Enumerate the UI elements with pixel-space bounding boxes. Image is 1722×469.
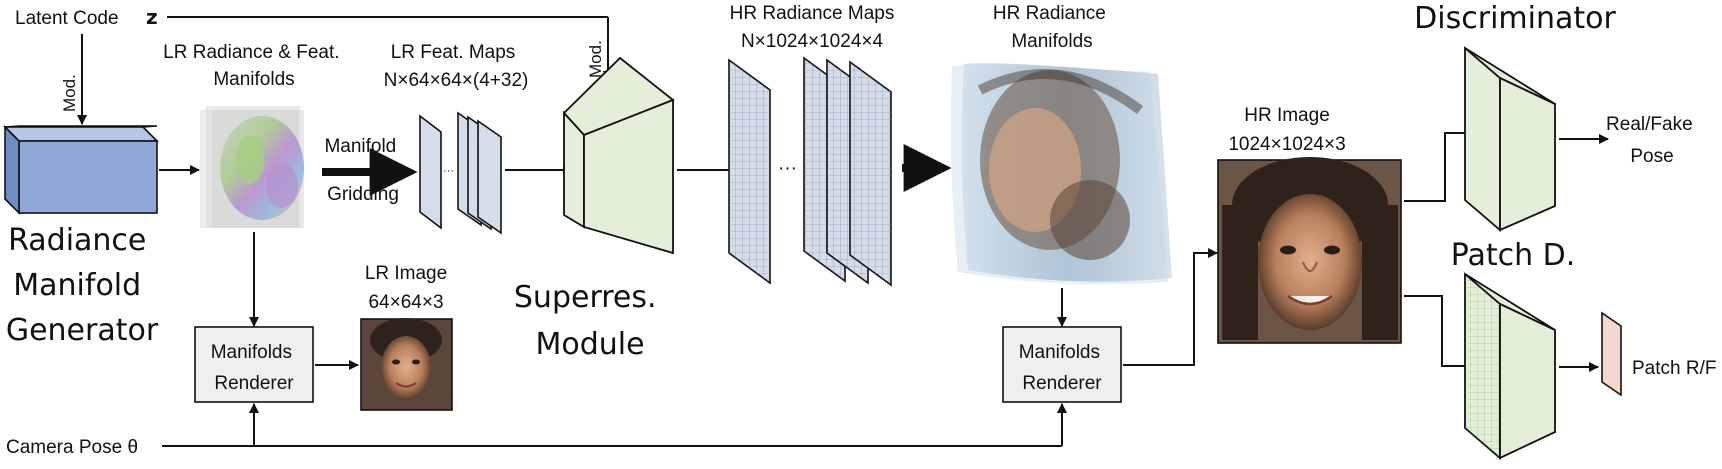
hr-manifolds-image: [950, 63, 1172, 285]
patch-output-map: [1601, 311, 1622, 397]
lr-image-dims: 64×64×3: [368, 292, 443, 313]
latent-code-label: Latent Code: [15, 8, 119, 29]
lr-image-label: LR Image: [365, 263, 447, 284]
hr-image-to-discriminator-arrow: [1404, 128, 1479, 202]
discriminator-label: Discriminator: [1414, 1, 1616, 36]
renderer1-label: Manifolds Renderer: [211, 342, 298, 394]
superres-module: [562, 56, 675, 255]
hr-image-to-patch-d-arrow: [1404, 295, 1479, 371]
renderer2-label: Manifolds Renderer: [1019, 342, 1106, 394]
mod-left-label: Mod.: [60, 74, 79, 112]
lr-face-image: [360, 318, 453, 411]
patch-d-label: Patch D.: [1451, 238, 1576, 273]
mod-right-label: Mod.: [586, 40, 605, 78]
lr-manifolds-image: [200, 106, 304, 228]
discriminator-output-label: Real/Fake Pose: [1606, 114, 1698, 167]
lr-feat-maps-dims: N×64×64×(4+32): [384, 70, 529, 91]
camera-pose-label: Camera Pose θ: [6, 437, 138, 458]
patch-d-block: [1464, 272, 1556, 460]
hr-image-label: HR Image: [1244, 105, 1330, 126]
hr-maps-dims: N×1024×1024×4: [741, 31, 884, 52]
gridding-label: Manifold Gridding: [324, 136, 401, 205]
hr-maps-label: HR Radiance Maps: [730, 3, 895, 24]
hr-maps-ellipsis: ···: [778, 158, 797, 179]
generator-block: [3, 125, 159, 215]
discriminator-block: [1464, 46, 1556, 232]
renderer2-box: [1002, 326, 1122, 403]
lr-manifolds-label: LR Radiance & Feat. Manifolds: [163, 42, 345, 90]
lr-maps-ellipsis: ···: [443, 165, 454, 177]
renderer1-box: [194, 326, 314, 403]
hr-manifolds-label: HR Radiance Manifolds: [993, 3, 1111, 52]
renderer2-to-hr-image-arrow: [1123, 248, 1218, 366]
hr-radiance-maps: [728, 56, 892, 287]
latent-symbol: z: [146, 5, 158, 29]
hr-face-image: [1217, 157, 1402, 344]
lr-feat-maps-label: LR Feat. Maps: [391, 42, 516, 63]
superres-label: Superres. Module: [514, 280, 666, 362]
lr-feature-maps: [419, 111, 502, 235]
patch-rf-label: Patch R/F: [1632, 358, 1716, 379]
generator-label: Radiance Manifold Generator: [6, 223, 159, 348]
hr-image-dims: 1024×1024×3: [1228, 134, 1345, 155]
